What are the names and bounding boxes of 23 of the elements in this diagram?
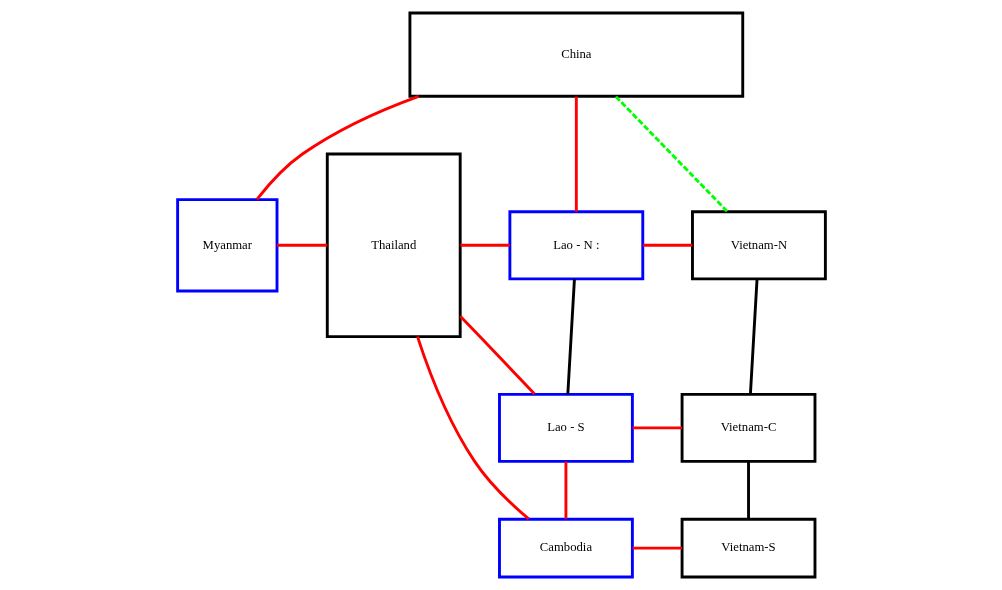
connector [564, 461, 567, 519]
connector [614, 95, 729, 213]
connector [459, 243, 510, 247]
node-box: Myanmar [175, 198, 278, 293]
node-box: Cambodia [497, 517, 634, 579]
connector [642, 243, 692, 247]
connector [415, 336, 530, 520]
connector [632, 546, 682, 550]
connector [574, 96, 578, 212]
connector [746, 461, 750, 519]
node-box: Lao - N : [507, 210, 644, 281]
connector [255, 94, 419, 201]
node-box: China [407, 11, 744, 98]
connector [632, 426, 682, 430]
node-box: Vietnam-N [690, 210, 827, 281]
connector [458, 315, 536, 395]
node-box: Thailand [325, 152, 462, 339]
connector [276, 243, 327, 247]
node-box: Lao - S [497, 392, 634, 463]
connector [565, 279, 576, 395]
node-box: Vietnam-C [680, 392, 816, 463]
connector [748, 279, 758, 395]
node-box: Vietnam-S [680, 517, 816, 579]
